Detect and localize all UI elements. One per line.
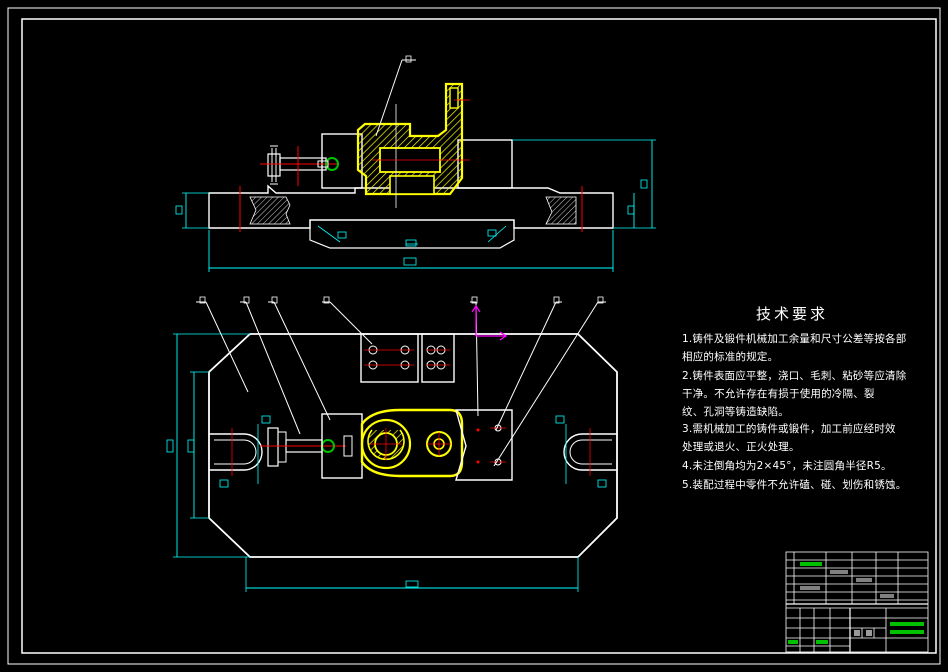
top-view <box>166 296 618 592</box>
top-right-block <box>421 333 455 383</box>
tech-requirement-line: 1.铸件及锻件机械加工余量和尺寸公差等按各部 <box>682 333 907 345</box>
front-left-section <box>249 196 291 225</box>
tech-requirement-line: 3.需机械加工的铸件或锻件，加工前应经时效 <box>682 423 896 435</box>
tech-requirement-line: 处理或退火、正火处理。 <box>682 441 800 453</box>
title-block-fills <box>788 562 924 644</box>
tech-requirement-line: 干净。不允许存在有损于使用的冷隔、裂 <box>682 388 875 400</box>
tech-requirement-line: 4.未注倒角均为2×45°，未注圆角半径R5。 <box>682 460 892 472</box>
tech-requirement-line: 纹、孔洞等铸造缺陷。 <box>682 406 789 418</box>
front-right-block <box>457 139 513 189</box>
tech-requirements-title: 技术要求 <box>756 305 829 323</box>
ucs-marker <box>471 304 508 341</box>
front-view <box>175 55 656 272</box>
tech-requirement-line: 相应的标准的规定。 <box>682 351 779 363</box>
top-left-block <box>360 333 419 383</box>
tech-requirement-line: 5.装配过程中零件不允许磕、碰、划伤和锈蚀。 <box>682 479 907 491</box>
top-vblock <box>455 409 513 481</box>
outer-frame <box>7 7 941 665</box>
tech-requirement-line: 2.铸件表面应平整，浇口、毛刺、粘砂等应清除 <box>682 370 907 382</box>
front-right-section <box>545 196 577 225</box>
title-block <box>785 551 929 653</box>
inner-frame <box>21 18 937 654</box>
